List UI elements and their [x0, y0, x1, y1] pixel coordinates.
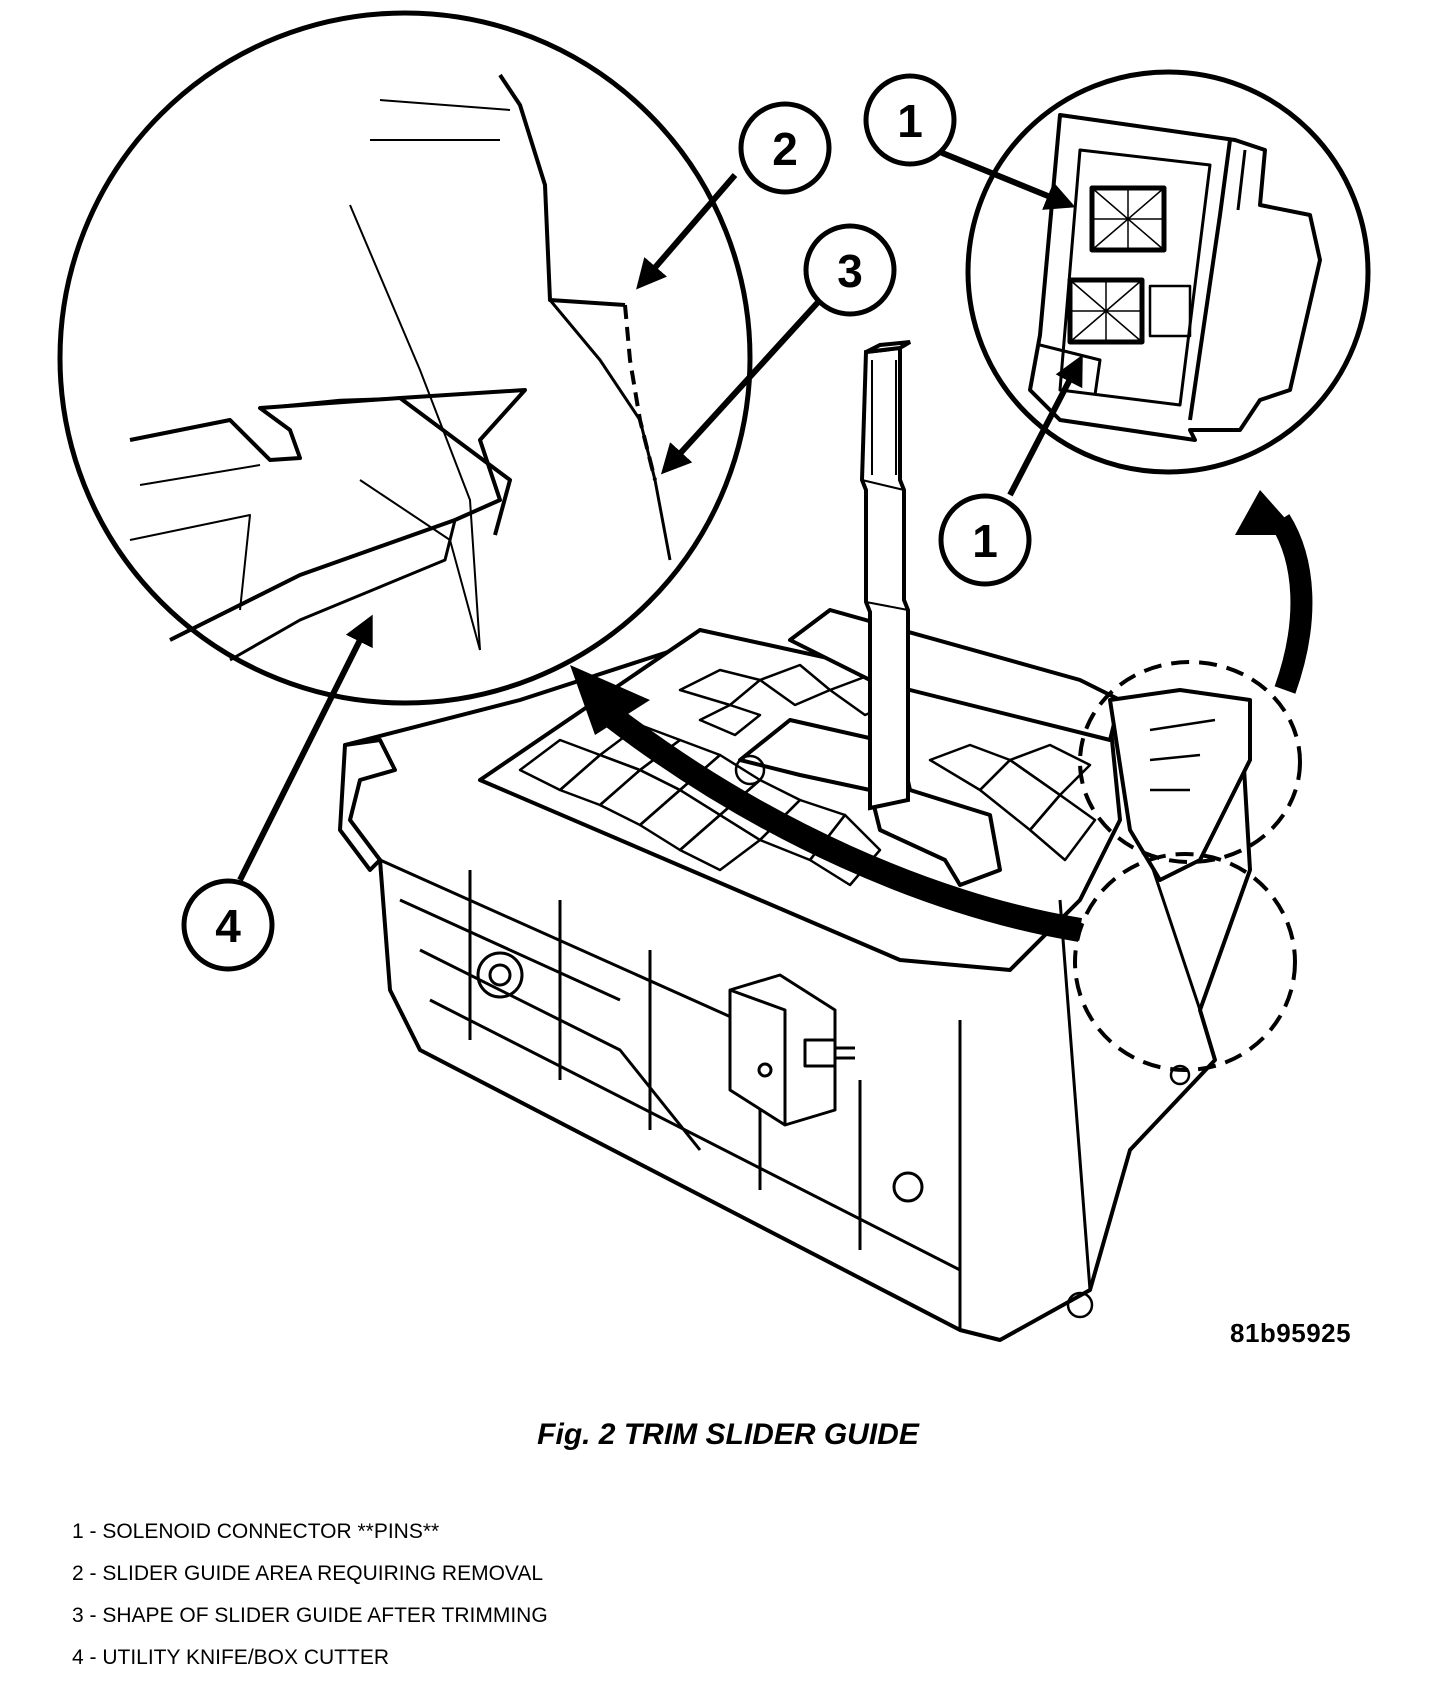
legend-item: 2 - SLIDER GUIDE AREA REQUIRING REMOVAL [72, 1562, 544, 1585]
callout-bubble-1-top: 1 [863, 73, 957, 167]
callout-bubble-1-bottom: 1 [938, 493, 1032, 587]
figure-caption: Fig. 2 TRIM SLIDER GUIDE [537, 1418, 919, 1451]
arrow-callout-1-bottom [1007, 354, 1083, 497]
callout-label: 4 [215, 900, 241, 952]
curved-arrow-connector-head [1235, 490, 1300, 535]
callout-label: 1 [897, 95, 923, 147]
callout-label: 1 [972, 515, 998, 567]
solenoid-block [728, 973, 855, 1127]
trim-line [623, 304, 657, 481]
detail-view-slider-guide [57, 10, 753, 706]
arrow-callout-4 [237, 614, 373, 882]
callout-label: 2 [772, 123, 798, 175]
arrow-callout-2 [636, 173, 738, 290]
curved-arrow-slider [602, 705, 1082, 942]
figure-id-label: 81b95925 [1230, 1318, 1352, 1348]
curved-arrow-connector [1270, 514, 1313, 694]
lattice-web [518, 663, 1191, 1319]
detail-circle-slider-guide [1073, 852, 1297, 1072]
leader-arrows [237, 147, 1083, 882]
legend-item: 4 - UTILITY KNIFE/BOX CUTTER [72, 1646, 389, 1669]
shifter-illustration: 1 2 3 1 4 [57, 10, 1371, 1342]
arrow-callout-3 [660, 297, 823, 475]
callout-label: 3 [837, 245, 863, 297]
callout-bubble-2: 2 [738, 101, 832, 195]
detail-circles [1073, 660, 1302, 1072]
shift-lever-shaft [859, 340, 912, 811]
right-bracket [1108, 688, 1252, 882]
left-bracket [338, 738, 397, 872]
curved-arrow-slider-head [570, 665, 650, 735]
legend-item: 3 - SHAPE OF SLIDER GUIDE AFTER TRIMMING [72, 1604, 548, 1627]
legend-item: 1 - SOLENOID CONNECTOR **PINS** [72, 1520, 440, 1543]
shifter-assembly [338, 608, 1252, 1342]
detail-view-connector [965, 69, 1371, 475]
callout-bubble-4: 4 [181, 878, 275, 972]
legend-list: 1 - SOLENOID CONNECTOR **PINS** 2 - SLID… [72, 1520, 548, 1688]
arrow-callout-1-top [933, 147, 1076, 210]
detail-circle-connector [1078, 660, 1302, 864]
callout-bubble-3: 3 [803, 223, 897, 317]
